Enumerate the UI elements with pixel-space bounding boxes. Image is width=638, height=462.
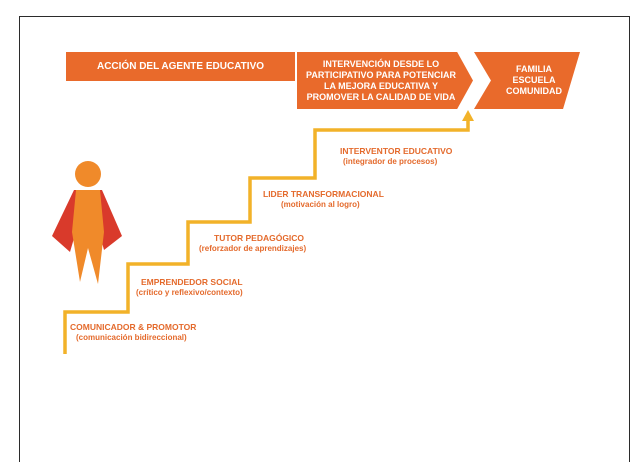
step-title: INTERVENTOR EDUCATIVO [340,146,453,156]
step-title: TUTOR PEDAGÓGICO [214,233,305,243]
staircase-line [63,120,470,354]
step-subtitle: (integrador de procesos) [343,157,438,166]
target-banner: FAMILIA ESCUELA COMUNIDAD [474,52,580,109]
step-title: EMPRENDEDOR SOCIAL [141,277,243,287]
intervention-line: PROMOVER LA CALIDAD DE VIDA [306,91,456,102]
target-line: ESCUELA [512,75,556,85]
step-subtitle: (comunicación bidireccional) [76,333,187,342]
target-line: FAMILIA [516,64,552,74]
action-label: ACCIÓN DEL AGENTE EDUCATIVO [96,61,265,72]
step-title: LIDER TRANSFORMACIONAL [263,189,384,199]
intervention-line: PARTICIPATIVO PARA POTENCIAR [305,69,456,80]
intervention-text: INTERVENCIÓN DESDE LO PARTICIPATIVO PARA… [306,59,456,103]
intervention-banner: INTERVENCIÓN DESDE LO PARTICIPATIVO PARA… [297,52,473,109]
target-line: COMUNIDAD [506,86,562,96]
step-subtitle: (crítico y reflexivo/contexto) [136,288,243,297]
intervention-line: INTERVENCIÓN DESDE LO [322,58,440,69]
step-subtitle: (reforzador de aprendizajes) [199,244,307,253]
step-subtitle: (motivación al logro) [281,200,360,209]
intervention-line: LA MEJORA EDUCATIVA Y [323,80,438,91]
person-figure-icon [52,161,122,284]
arrow-up-icon [462,110,474,121]
action-banner: ACCIÓN DEL AGENTE EDUCATIVO [66,52,295,81]
step-title: COMUNICADOR & PROMOTOR [70,322,197,332]
target-text: FAMILIA ESCUELA COMUNIDAD [506,64,562,97]
